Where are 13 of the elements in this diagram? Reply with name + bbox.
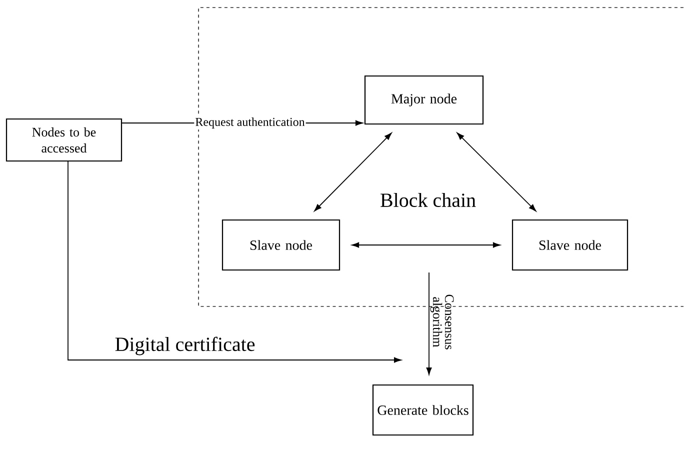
double-arrow	[456, 132, 536, 212]
edge-label: Digital certificate	[115, 336, 255, 356]
arrow	[68, 161, 402, 363]
node-box: Nodes to be accessed	[6, 118, 122, 162]
edge-label: Request authentication	[194, 116, 306, 130]
arrow	[426, 272, 432, 375]
edge-label: Consensus algorithm	[430, 294, 454, 350]
double-arrow	[314, 132, 392, 212]
double-arrow	[352, 242, 500, 248]
node-box: Major node	[364, 75, 484, 125]
node-box: Slave node	[222, 219, 340, 271]
node-box: Slave node	[512, 219, 628, 271]
node-box: Generate blocks	[372, 384, 474, 436]
